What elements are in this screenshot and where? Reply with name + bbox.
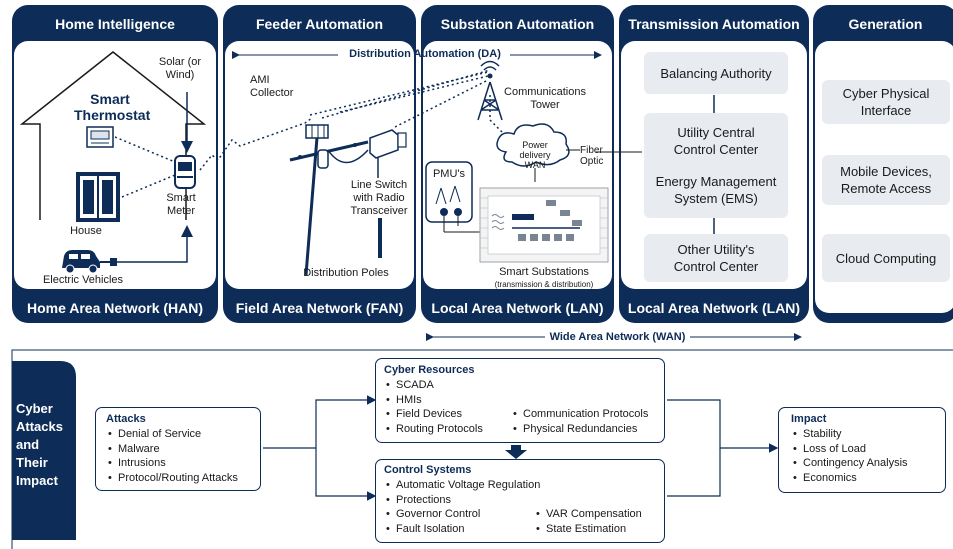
cyber-resource-item: Routing Protocols	[386, 422, 483, 437]
control-system-item: VAR Compensation	[536, 507, 642, 522]
column-footer-han: Home Area Network (HAN)	[26, 300, 204, 316]
attack-item: Protocol/Routing Attacks	[108, 471, 260, 486]
cyber-resource-item: Field Devices	[386, 407, 483, 422]
impact-item: Stability	[793, 427, 945, 442]
smart-thermostat-label: Smart Thermostat	[74, 91, 151, 123]
balancing-authority-label: Balancing Authority	[660, 65, 772, 81]
line-switch-icon	[369, 129, 407, 258]
column-footer-lan-transmission: Local Area Network (LAN)	[627, 300, 801, 316]
cyber-resource-item: Physical Redundancies	[513, 422, 648, 437]
electric-vehicles-label: Electric Vehicles	[42, 274, 124, 286]
column-title-substation: Substation Automation	[440, 16, 595, 32]
column-title-feeder: Feeder Automation	[255, 16, 384, 32]
column-title-generation: Generation	[848, 16, 923, 32]
communications-tower-icon	[477, 60, 503, 121]
utility-ccc-label: Utility Central Control Center	[673, 125, 759, 158]
mobile-remote-box: Mobile Devices, Remote Access	[822, 155, 950, 205]
cloud-wan-icon	[496, 123, 570, 167]
thermostat-icon	[86, 126, 114, 148]
control-system-item: Automatic Voltage Regulation	[386, 478, 540, 493]
electric-vehicle-icon	[62, 250, 117, 274]
smart-substations-label: Smart Substations	[499, 266, 589, 278]
cyber-resources-title: Cyber Resources	[384, 364, 475, 376]
pmus-label: PMU's	[432, 168, 466, 180]
impact-box: Impact Stability Loss of Load Contingenc…	[778, 407, 946, 493]
attacks-box: Attacks Denial of Service Malware Intrus…	[95, 407, 261, 491]
column-footer-lan-substation: Local Area Network (LAN)	[431, 300, 604, 316]
cloud-computing-label: Cloud Computing	[835, 250, 937, 266]
utility-pole-icon	[289, 124, 369, 276]
control-systems-title: Control Systems	[384, 464, 472, 476]
column-title-home: Home Intelligence	[55, 16, 175, 32]
impact-title: Impact	[791, 413, 827, 425]
cyber-resource-item: Communication Protocols	[513, 407, 648, 422]
impact-item: Economics	[793, 471, 945, 486]
section-label: Cyber Attacks and Their Impact	[16, 401, 63, 488]
smart-meter-icon	[174, 155, 196, 189]
ems-label: Energy Management System (EMS)	[655, 173, 777, 206]
section-label-tab	[12, 361, 76, 540]
attack-item: Denial of Service	[108, 427, 260, 442]
cloud-computing-box: Cloud Computing	[822, 234, 950, 282]
impact-item: Contingency Analysis	[793, 456, 945, 471]
control-system-item: Governor Control	[386, 507, 540, 522]
balancing-authority-box: Balancing Authority	[644, 52, 788, 94]
utility-control-center-box: Utility Central Control Center Energy Ma…	[644, 113, 788, 218]
other-utility-box: Other Utility's Control Center	[644, 234, 788, 282]
smart-meter-label: Smart Meter	[166, 192, 196, 217]
cyber-physical-box: Cyber Physical Interface	[822, 80, 950, 124]
house-label: House	[70, 225, 102, 237]
house-icon	[19, 51, 207, 220]
other-utility-label: Other Utility's Control Center	[673, 242, 759, 274]
cyber-physical-label: Cyber Physical Interface	[842, 86, 930, 118]
communications-tower-label: Communications Tower	[504, 86, 586, 111]
cyber-resource-item: SCADA	[386, 378, 483, 393]
attack-item: Intrusions	[108, 456, 260, 471]
solar-label: Solar (or Wind)	[158, 56, 202, 81]
substation-icon	[479, 187, 609, 263]
ami-collector-label: AMI Collector	[250, 74, 294, 99]
power-delivery-wan-label: Power delivery WAN	[519, 140, 551, 170]
line-switch-label: Line Switch with Radio Transceiver	[350, 179, 408, 217]
distribution-automation-banner: Distribution Automation (DA)	[349, 48, 501, 60]
cyber-resources-box: Cyber Resources SCADA HMIs Field Devices…	[375, 358, 665, 443]
impact-item: Loss of Load	[793, 442, 945, 457]
attack-item: Malware	[108, 442, 260, 457]
cyber-resource-item: HMIs	[386, 393, 483, 408]
control-systems-box: Control Systems Automatic Voltage Regula…	[375, 459, 665, 543]
wide-area-network-banner: Wide Area Network (WAN)	[549, 331, 686, 343]
control-system-item: Protections	[386, 493, 540, 508]
control-system-item: State Estimation	[536, 522, 642, 537]
control-system-item: Fault Isolation	[386, 522, 540, 537]
column-title-transmission: Transmission Automation	[628, 16, 800, 32]
mobile-remote-label: Mobile Devices, Remote Access	[840, 164, 932, 196]
smart-substations-sublabel: (transmission & distribution)	[494, 280, 594, 289]
column-footer-fan: Field Area Network (FAN)	[235, 300, 404, 316]
fiber-optic-label: Fiber Optic	[580, 145, 604, 167]
attacks-title: Attacks	[106, 413, 146, 425]
pmu-icon	[425, 161, 480, 233]
down-arrow	[505, 445, 527, 459]
distribution-poles-label: Distribution Poles	[303, 267, 389, 279]
